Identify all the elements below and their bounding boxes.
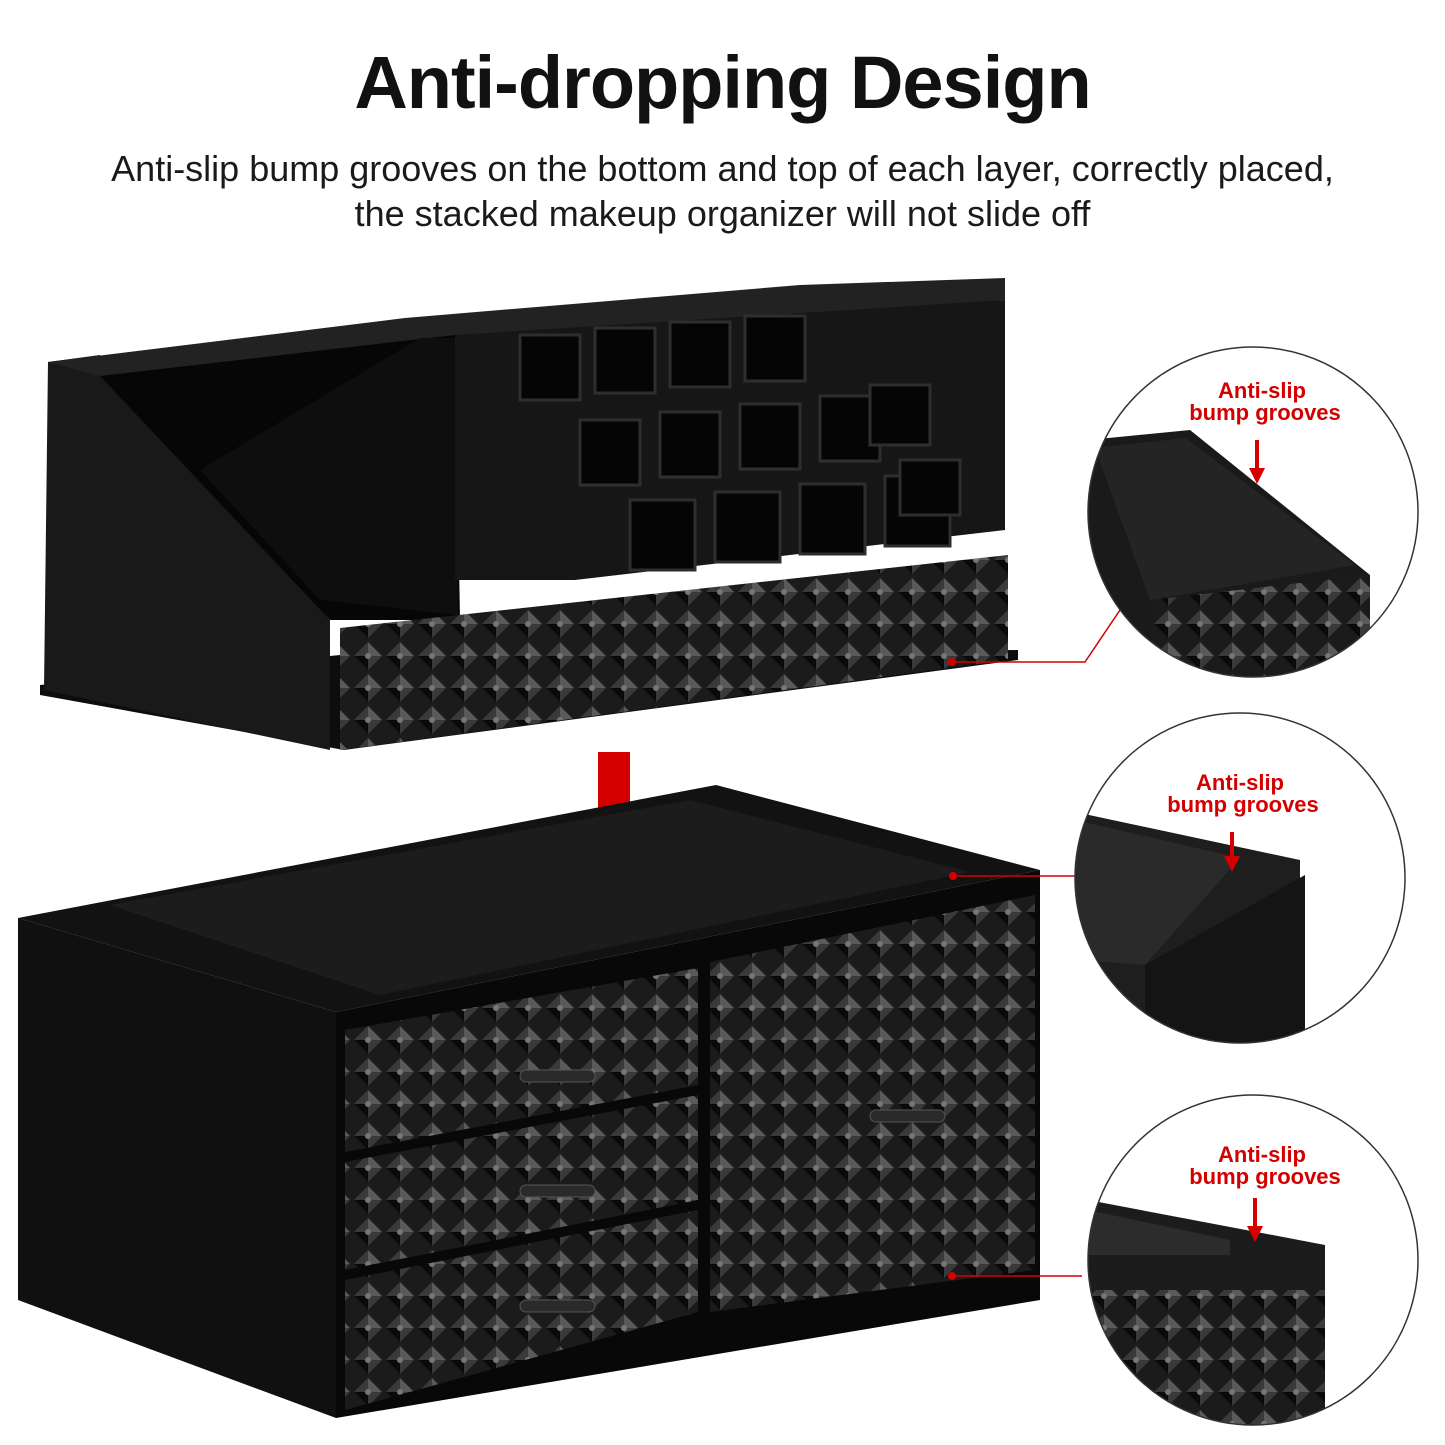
callout-2-line-1: Anti-slip	[1196, 770, 1284, 795]
callout-leader-3	[948, 1272, 1082, 1280]
callout-3-line-1: Anti-slip	[1218, 1142, 1306, 1167]
drawer-handle	[519, 1299, 596, 1313]
drawer-handle	[519, 1069, 596, 1083]
drawer-2	[345, 1095, 698, 1270]
zoom-circle-3: Anti-slip bump grooves	[1087, 1094, 1419, 1426]
lipstick-grid	[455, 300, 1005, 580]
page-title: Anti-dropping Design	[354, 41, 1091, 124]
callout-1-line-1: Anti-slip	[1218, 378, 1306, 403]
subtitle-line-2: the stacked makeup organizer will not sl…	[354, 193, 1091, 234]
drawer-1	[345, 968, 698, 1152]
callout-3-line-2: bump grooves	[1189, 1164, 1341, 1189]
zoom-circle-2: Anti-slip bump grooves	[1074, 712, 1406, 1044]
callout-1-line-2: bump grooves	[1189, 400, 1341, 425]
bottom-drawer-unit	[18, 785, 1040, 1418]
drawer-handle	[519, 1184, 596, 1198]
diamond-front-panel	[340, 555, 1008, 750]
top-organizer	[40, 278, 1018, 750]
callout-leader-1	[948, 609, 1121, 666]
drawer-large	[710, 895, 1035, 1312]
callout-leader-2	[949, 872, 1076, 880]
drawer-handle	[869, 1109, 946, 1123]
page-subtitle: Anti-slip bump grooves on the bottom and…	[0, 146, 1445, 236]
callout-2-line-2: bump grooves	[1167, 792, 1319, 817]
subtitle-line-1: Anti-slip bump grooves on the bottom and…	[111, 148, 1334, 189]
zoom-circle-1: Anti-slip bump grooves	[1087, 346, 1419, 678]
